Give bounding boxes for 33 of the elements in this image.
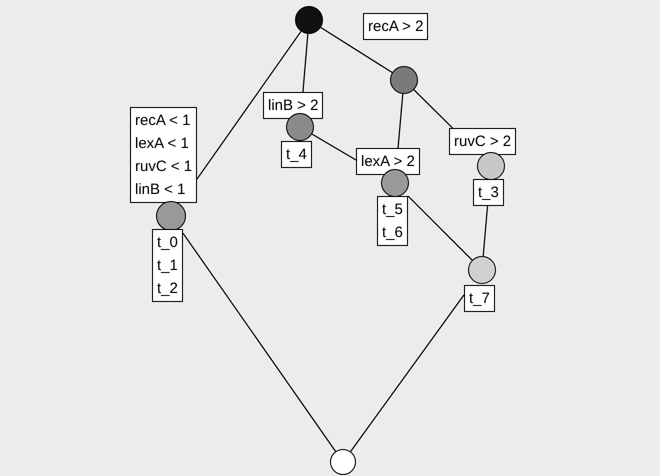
connector-line (196, 31, 302, 180)
lattice-node (156, 201, 186, 231)
lattice-label: linB > 2 (268, 96, 318, 116)
connector-line (350, 294, 464, 452)
lattice-label: ruvC > 2 (454, 132, 512, 152)
lattice-node (286, 113, 314, 141)
lattice-label: t_0 (157, 233, 178, 253)
lattice-label: linB < 1 (135, 180, 186, 200)
connector-line (414, 89, 453, 128)
lattice-node (477, 152, 505, 180)
connector-line (312, 134, 356, 161)
lattice-node (390, 66, 418, 94)
lattice-label: lexA > 2 (361, 152, 415, 172)
lattice-label: t_6 (382, 223, 403, 243)
connector-line (482, 206, 488, 256)
lattice-label: t_1 (157, 256, 178, 276)
connector-line (397, 94, 404, 148)
lattice-label: t_5 (382, 200, 403, 220)
connector-line (320, 26, 392, 74)
lattice-label: t_4 (286, 145, 307, 165)
lattice-label: t_7 (469, 289, 490, 309)
lattice-label: recA > 2 (368, 17, 424, 37)
lattice-node (295, 6, 323, 34)
lattice-node (330, 449, 356, 475)
connector-line (182, 232, 336, 452)
lattice-label: lexA < 1 (135, 134, 190, 154)
lattice-label: t_2 (157, 279, 178, 299)
lattice-label: recA < 1 (135, 111, 192, 131)
connector-line (302, 34, 308, 92)
lattice-label: t_3 (478, 183, 499, 203)
connector-line (408, 196, 473, 261)
lattice-label: ruvC < 1 (135, 157, 192, 177)
lattice-node (468, 256, 496, 284)
